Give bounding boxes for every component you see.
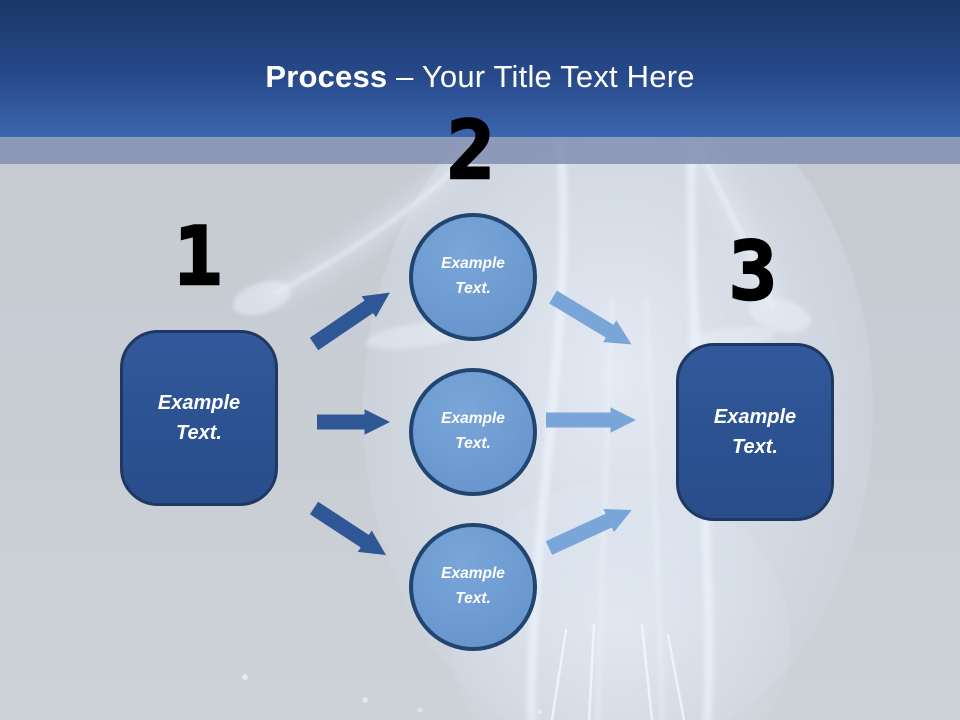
xray-arms	[263, 137, 785, 320]
step-3-box-label: Example Text.	[713, 406, 797, 458]
step-2-circle-bottom-label: Example Text.	[441, 565, 505, 607]
background-dots	[242, 674, 543, 715]
step-1-box-label: Example Text.	[157, 392, 241, 444]
step-2-circle-middle-label: Example Text.	[441, 410, 505, 452]
step-number-1: 1	[173, 210, 224, 303]
step-3-box: Example Text.	[676, 343, 834, 521]
step-2-circle-bottom: Example Text.	[409, 523, 537, 651]
step-2-circle-top: Example Text.	[409, 213, 537, 341]
step-number-3: 3	[728, 225, 779, 318]
step-2-circle-top-label: Example Text.	[441, 255, 505, 297]
step-number-2: 2	[446, 104, 497, 197]
slide-title: Process – Your Title Text Here	[265, 43, 694, 95]
header-accent-band	[0, 137, 960, 164]
xray-legs	[526, 140, 714, 720]
step-2-circle-middle: Example Text.	[409, 368, 537, 496]
slide-title-rest: – Your Title Text Here	[387, 58, 695, 94]
step-1-box: Example Text.	[120, 330, 278, 506]
slide-title-keyword: Process	[265, 58, 388, 94]
title-bar: Process – Your Title Text Here	[0, 0, 960, 137]
